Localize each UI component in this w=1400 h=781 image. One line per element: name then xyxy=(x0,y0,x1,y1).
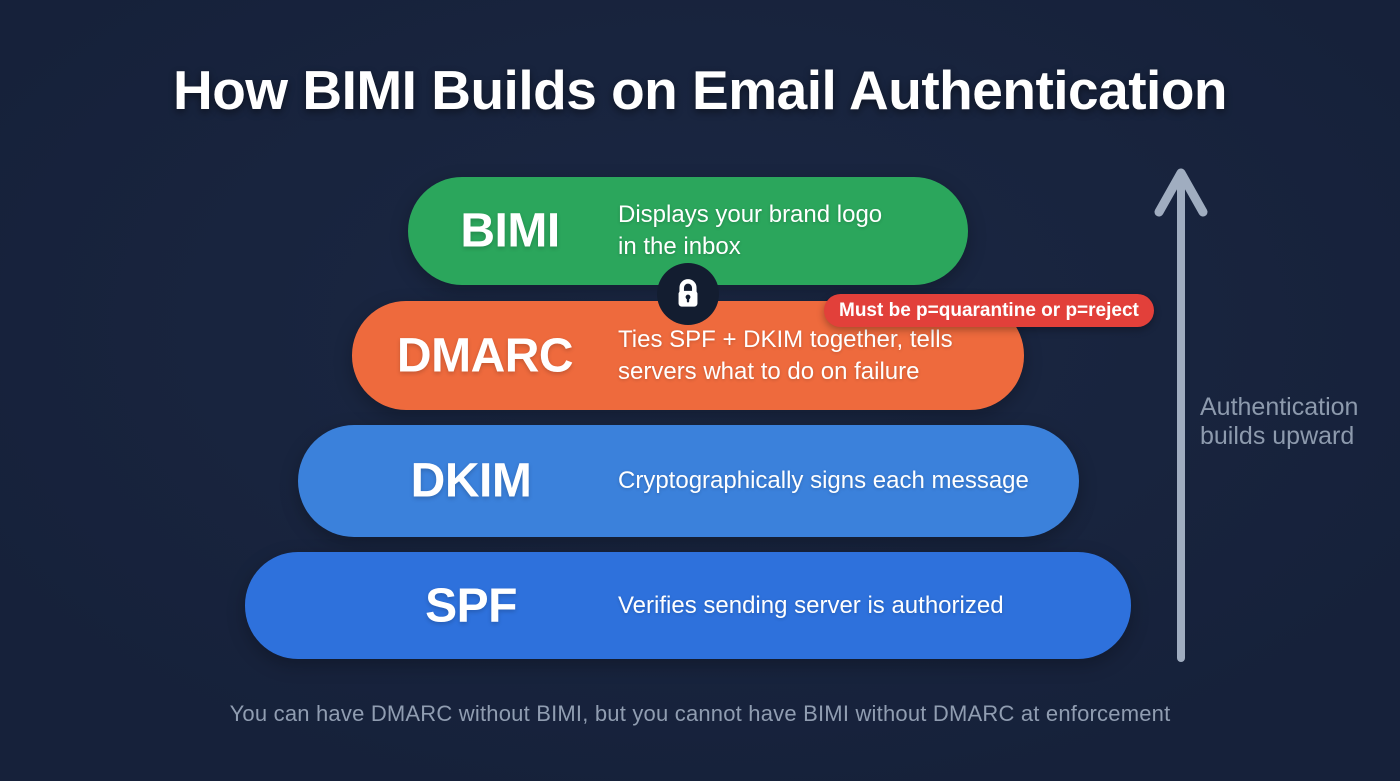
arrow-annotation: Authentication builds upward xyxy=(1200,393,1358,451)
padlock-icon xyxy=(678,279,698,307)
layer-spf: SPF Verifies sending server is authorize… xyxy=(245,552,1131,659)
layer-spf-description: Verifies sending server is authorized xyxy=(618,590,1004,622)
layer-dkim-description-line1: Cryptographically signs each message xyxy=(618,467,1029,494)
layer-spf-label: SPF xyxy=(425,579,517,632)
arrow-annotation-line1: Authentication xyxy=(1200,393,1359,421)
upward-arrow-icon xyxy=(1154,168,1208,662)
layer-bimi-description: Displays your brand logo in the inbox xyxy=(618,199,882,263)
enforcement-badge: Must be p=quarantine or p=reject xyxy=(824,294,1154,327)
layer-dmarc-label: DMARC xyxy=(396,329,574,382)
arrow-annotation-line2: builds upward xyxy=(1200,422,1355,450)
layer-bimi-description-line1: Displays your brand logo xyxy=(618,201,883,228)
layer-dmarc-description-line2: servers what to do on failure xyxy=(618,357,920,385)
footnote: You can have DMARC without BIMI, but you… xyxy=(229,701,1171,726)
layer-dkim-label: DKIM xyxy=(410,454,532,508)
layer-spf-description-line1: Verifies sending server is authorized xyxy=(618,591,1004,619)
layer-bimi-label: BIMI xyxy=(460,204,560,258)
layer-dmarc-description-line1: Ties SPF + DKIM together, tells xyxy=(618,325,953,353)
layer-bimi-description-line2: in the inbox xyxy=(618,233,741,260)
page-title: How BIMI Builds on Email Authentication xyxy=(172,59,1228,121)
layer-dkim: DKIM Cryptographically signs each messag… xyxy=(298,425,1079,537)
layer-dmarc-description: Ties SPF + DKIM together, tells servers … xyxy=(618,324,953,388)
lock-connector xyxy=(657,263,719,325)
layer-dkim-description: Cryptographically signs each message xyxy=(618,465,1029,497)
